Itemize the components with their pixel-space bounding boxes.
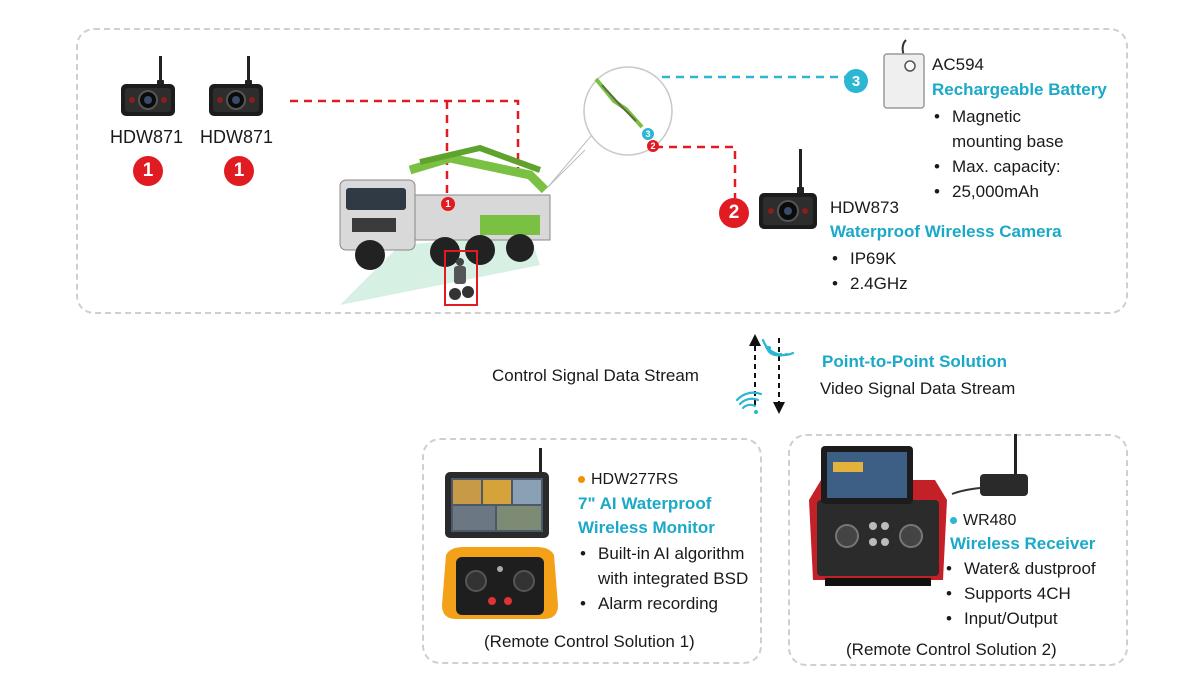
solution2-caption: (Remote Control Solution 2) <box>846 640 1057 659</box>
receiver-feature: Input/Output <box>944 606 1096 631</box>
battery-title: Rechargeable Battery <box>932 80 1107 99</box>
side-camera-title: Waterproof Wireless Camera <box>830 222 1062 241</box>
battery-icon <box>883 39 925 109</box>
boom-battery-marker: 3 <box>642 128 654 140</box>
battery-link-line <box>646 75 845 133</box>
battery-feature: Max. capacity: <box>932 154 1064 179</box>
solution1-panel <box>422 438 762 664</box>
receiver-feature: Supports 4CH <box>944 581 1096 606</box>
remote-controller-icon <box>442 547 558 619</box>
camera-number-badge: 1 <box>224 156 254 186</box>
side-camera-feature: 2.4GHz <box>830 271 908 296</box>
battery-model-label: AC594 <box>932 55 984 74</box>
motorcycle-detection-box <box>444 250 478 306</box>
truck-camera-marker: 1 <box>441 197 455 211</box>
model-dot-icon <box>578 476 585 484</box>
boom-zoom-circle <box>583 66 673 156</box>
monitor-model-text: HDW277RS <box>591 471 679 488</box>
camera-icon <box>209 56 263 116</box>
receiver-feature: Water& dustproof <box>944 556 1096 581</box>
monitor-feature-list: Built-in AI algorithm with integrated BS… <box>578 541 748 616</box>
battery-feature: 25,000mAh <box>932 179 1064 204</box>
side-camera-feature: IP69K <box>830 246 908 271</box>
solution-label: Point-to-Point Solution <box>822 352 1008 371</box>
receiver-model-label: WR480 <box>950 511 1016 530</box>
side-camera-feature-list: IP69K 2.4GHz <box>830 246 908 296</box>
side-camera-model-label: HDW873 <box>830 198 899 217</box>
receiver-title: Wireless Receiver <box>950 534 1096 553</box>
monitor-feature: Built-in AI algorithm <box>578 541 748 566</box>
camera-icon <box>121 56 175 116</box>
pump-truck-illustration <box>339 144 551 305</box>
monitor-feature: Alarm recording <box>578 591 748 616</box>
zoom-guide-line <box>547 149 586 188</box>
camera-model-label: HDW871 <box>200 127 274 147</box>
side-camera-link-line <box>655 145 737 198</box>
monitor-title-line1: 7" AI Waterproof <box>578 494 712 513</box>
data-stream-arrows <box>735 334 795 414</box>
receiver-model-text: WR480 <box>963 512 1017 529</box>
boom-camera-marker: 2 <box>647 140 659 152</box>
model-dot-icon <box>950 517 957 525</box>
control-stream-label: Control Signal Data Stream <box>492 366 699 385</box>
battery-number-badge: 3 <box>844 69 868 93</box>
battery-feature: mounting base <box>952 132 1064 151</box>
monitor-model-label: HDW277RS <box>578 470 678 489</box>
monitor-title-line2: Wireless Monitor <box>578 518 715 537</box>
top-panel <box>76 28 1128 314</box>
side-camera-number-badge: 2 <box>719 198 749 228</box>
receiver-feature-list: Water& dustproof Supports 4CH Input/Outp… <box>944 556 1096 631</box>
video-stream-label: Video Signal Data Stream <box>820 379 1016 398</box>
monitor-feature: with integrated BSD <box>598 569 749 588</box>
battery-feature-list: Magnetic mounting base Max. capacity: 25… <box>932 104 1064 204</box>
camera-link-line <box>290 99 520 180</box>
solution1-caption: (Remote Control Solution 1) <box>484 632 695 651</box>
receiver-icon <box>951 434 1028 496</box>
camera-icon <box>759 149 817 229</box>
battery-feature: Magnetic <box>932 104 1064 129</box>
camera-number-badge: 1 <box>133 156 163 186</box>
monitor-icon <box>445 448 549 538</box>
control-console-icon <box>809 446 947 586</box>
solution2-panel <box>788 434 1128 666</box>
camera-model-label: HDW871 <box>110 127 184 147</box>
